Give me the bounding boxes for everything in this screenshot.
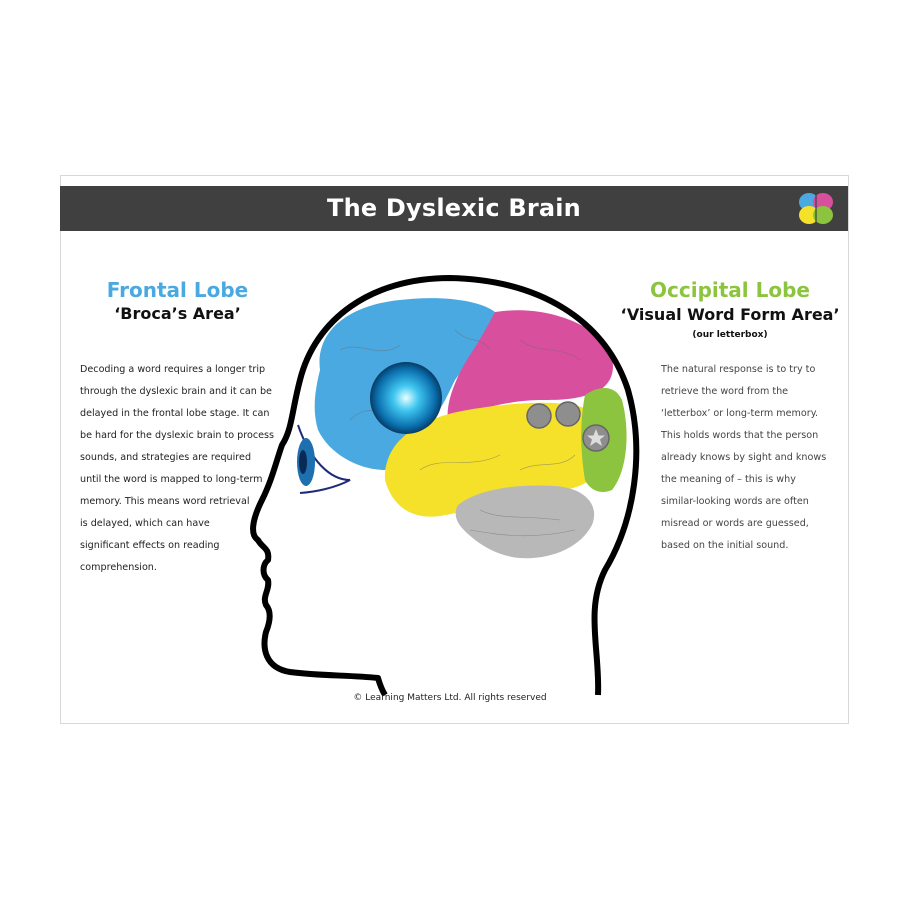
text-line: retrieve the word from the [661, 386, 789, 397]
glowing-orb-icon [370, 362, 442, 434]
text-line: misread or words are guessed, [661, 518, 809, 529]
head-outline [250, 275, 640, 697]
text-line: sounds, and strategies are required [80, 452, 252, 463]
text-line: ‘letterbox’ or long-term memory. [661, 408, 819, 419]
text-line: memory. This means word retrieval [80, 496, 250, 507]
frontal-lobe-heading: Frontal Lobe [106, 278, 249, 302]
gray-marker-icon [526, 403, 552, 429]
text-line: based on the initial sound. [661, 540, 789, 551]
eye-icon [297, 424, 351, 494]
occipital-lobe-description: The natural response is to try to retrie… [661, 359, 826, 557]
gray-marker-icon [555, 401, 581, 427]
text-line: delayed in the frontal lobe stage. It ca… [80, 408, 270, 419]
text-line: similar-looking words are often [661, 496, 809, 507]
frontal-lobe-description: Decoding a word requires a longer trip t… [80, 359, 274, 579]
letterbox-note: (our letterbox) [692, 330, 768, 340]
visual-word-form-area-heading: ‘Visual Word Form Area’ [620, 305, 840, 324]
text-line: the meaning of – this is why [661, 474, 796, 485]
brain-logo-icon [799, 193, 833, 224]
page-title: The Dyslexic Brain [327, 194, 581, 222]
brocas-area-heading: ‘Broca’s Area’ [114, 304, 241, 323]
text-line: significant effects on reading [80, 540, 220, 551]
parietal-lobe [447, 310, 613, 420]
text-line: is delayed, which can have [80, 518, 210, 529]
text-line: Decoding a word requires a longer trip [80, 364, 266, 375]
title-bar: The Dyslexic Brain [60, 186, 848, 231]
occipital-lobe-heading: Occipital Lobe [650, 278, 810, 302]
text-line: comprehension. [80, 562, 157, 573]
text-line: be hard for the dyslexic brain to proces… [80, 430, 275, 441]
text-line: already knows by sight and knows [661, 452, 827, 463]
text-line: This holds words that the person [661, 430, 819, 441]
text-line: until the word is mapped to long-term [80, 474, 263, 485]
cerebellum [455, 485, 595, 559]
copyright-notice: © Learning Matters Ltd. All rights reser… [353, 693, 547, 703]
text-line: The natural response is to try to [661, 364, 816, 375]
text-line: through the dyslexic brain and it can be [80, 386, 272, 397]
